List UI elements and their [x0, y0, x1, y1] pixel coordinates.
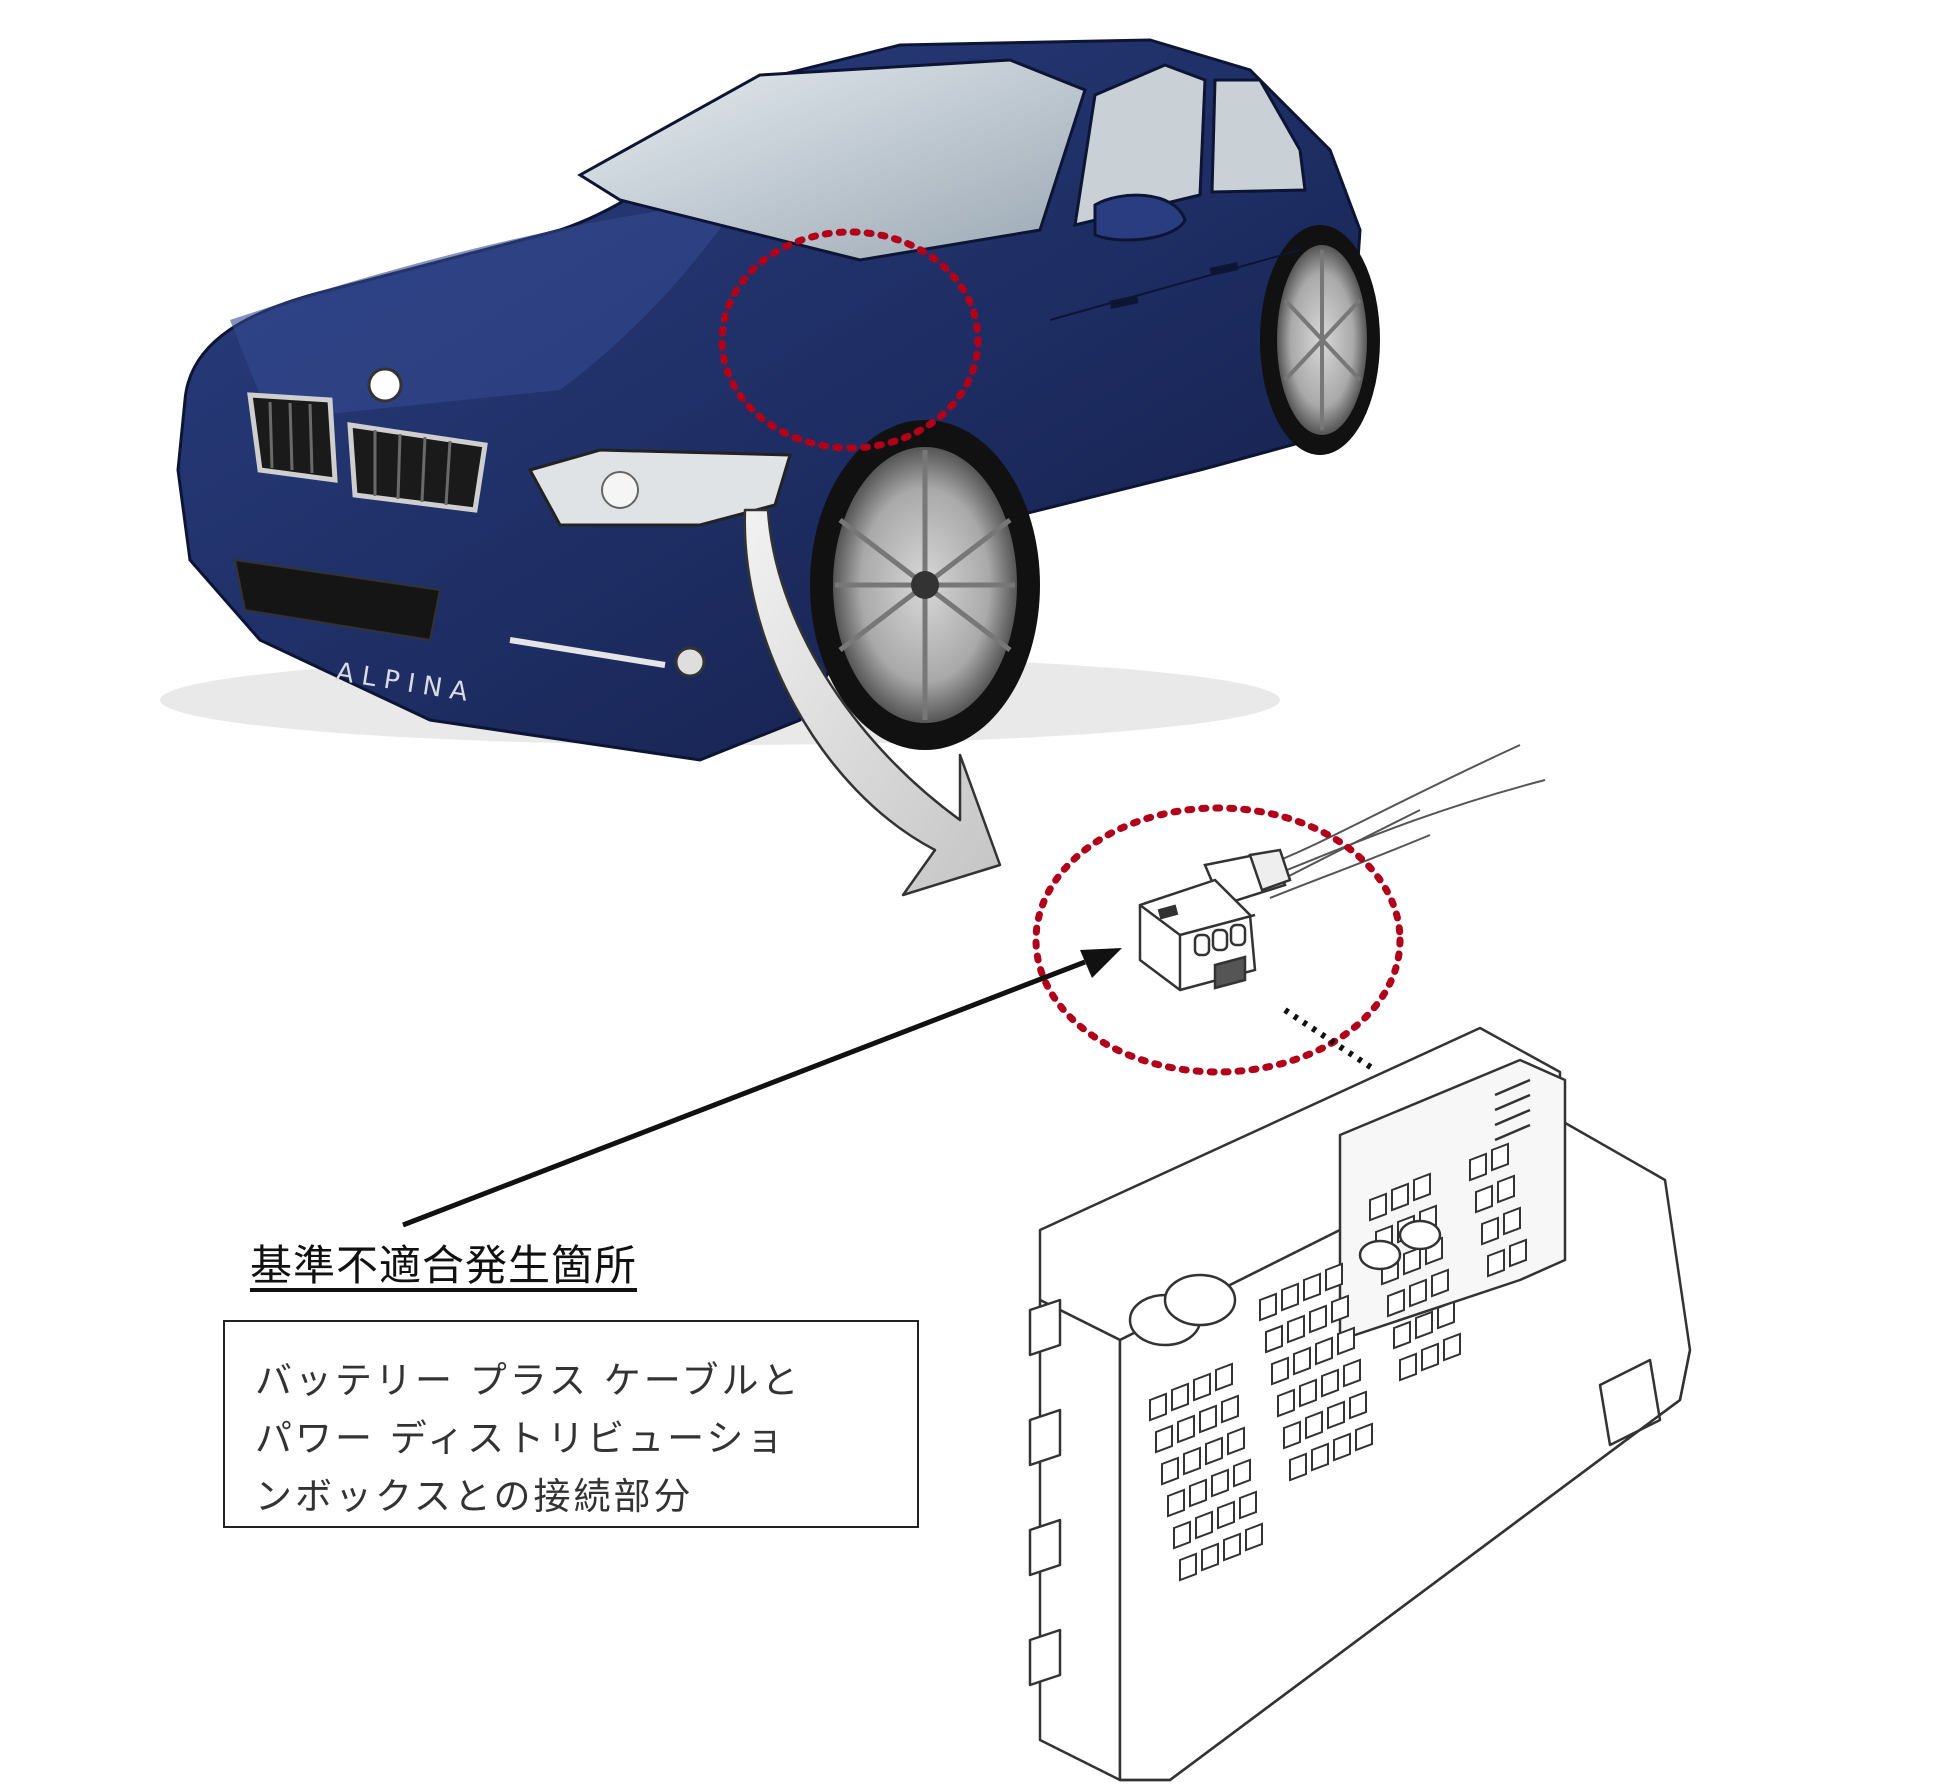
fuse-slot	[1415, 1310, 1433, 1340]
headlight	[527, 448, 793, 527]
fuse-slot	[1305, 1410, 1323, 1440]
fuse-slot	[1369, 1192, 1387, 1222]
description-line: パワー ディストリビューショ	[255, 1417, 787, 1460]
fuse-slot	[1431, 1268, 1449, 1298]
fuse-slot	[1289, 1452, 1307, 1482]
fuse-slot	[1155, 1424, 1173, 1454]
description-line: バッテリー プラス ケーブルと	[255, 1359, 802, 1402]
fuse-slot	[1421, 1342, 1439, 1372]
fuse-slot	[1437, 1300, 1455, 1330]
fuse-slot	[1349, 1390, 1367, 1420]
defect-location-heading: 基準不適合発生箇所	[250, 1241, 638, 1290]
hood-highlight-circle	[718, 228, 982, 452]
fuse-slot	[1325, 1262, 1343, 1292]
defect-description-box: バッテリー プラス ケーブルと パワー ディストリビューショ ンボックスとの接続…	[223, 1320, 919, 1528]
fuse-slot	[1355, 1422, 1373, 1452]
fuse-slot	[1413, 1172, 1431, 1202]
fuse-slot	[1475, 1184, 1493, 1214]
fuse-slot	[1271, 1356, 1289, 1386]
fuse-slot	[1221, 1394, 1239, 1424]
rear-wheel	[1260, 225, 1380, 455]
fuse-slot	[1333, 1432, 1351, 1462]
fuse-slot	[1321, 1368, 1339, 1398]
vent-slots	[1494, 1078, 1531, 1142]
side-window-front	[1073, 63, 1207, 227]
fuse-slot	[1469, 1152, 1487, 1182]
fuse-slot	[1403, 1246, 1421, 1276]
connector-sockets	[1128, 1219, 1442, 1347]
fuse-slot	[1259, 1292, 1277, 1322]
fuse-slot	[1497, 1174, 1515, 1204]
windshield	[577, 58, 1087, 262]
fuse-slot	[1303, 1272, 1321, 1302]
fuse-slot	[1167, 1488, 1185, 1518]
fuse-slot	[1287, 1314, 1305, 1344]
fuse-slot	[1327, 1400, 1345, 1430]
fuse-slot	[1173, 1520, 1191, 1550]
description-line: ンボックスとの接続部分	[255, 1475, 694, 1518]
fuse-slot-grid	[1149, 1142, 1527, 1582]
brand-logo	[367, 367, 403, 403]
callout-pointer-arrow	[402, 948, 1122, 1228]
fuse-slot	[1223, 1532, 1241, 1562]
car-illustration: ALPINA	[160, 38, 1380, 762]
fuse-slot	[1177, 1414, 1195, 1444]
fuse-slot	[1193, 1372, 1211, 1402]
plug-connector	[1138, 878, 1257, 992]
fuse-slot	[1387, 1288, 1405, 1318]
fuse-slot	[1199, 1404, 1217, 1434]
fuse-slot	[1311, 1442, 1329, 1472]
fuse-slot	[1443, 1332, 1461, 1362]
fuse-slot	[1161, 1456, 1179, 1486]
fuse-slot	[1393, 1320, 1411, 1350]
fuse-slot	[1281, 1282, 1299, 1312]
front-bumper-intake	[233, 558, 442, 642]
fuse-slot	[1211, 1468, 1229, 1498]
fuse-slot	[1399, 1352, 1417, 1382]
connector-highlight-circle	[1032, 804, 1404, 1076]
fuse-slot	[1227, 1426, 1245, 1456]
fuse-slot	[1337, 1326, 1355, 1356]
fuse-slot	[1299, 1378, 1317, 1408]
fuse-slot	[1179, 1552, 1197, 1582]
front-wheel	[810, 420, 1040, 750]
fuse-slot	[1277, 1388, 1295, 1418]
fuse-slot	[1239, 1490, 1257, 1520]
side-mirror	[1093, 193, 1187, 242]
fuse-slot	[1189, 1478, 1207, 1508]
fuse-slot	[1265, 1324, 1283, 1354]
fuse-slot	[1331, 1294, 1349, 1324]
fuse-slot	[1283, 1420, 1301, 1450]
fuse-slot	[1201, 1542, 1219, 1572]
fuse-slot	[1491, 1142, 1509, 1172]
fuse-slot	[1149, 1392, 1167, 1422]
fuse-slot	[1391, 1182, 1409, 1212]
fuse-slot	[1503, 1206, 1521, 1236]
fuse-slot	[1217, 1500, 1235, 1530]
fuse-slot	[1343, 1358, 1361, 1388]
kidney-grille	[247, 392, 488, 513]
fuse-slot	[1205, 1436, 1223, 1466]
side-window-rear	[1210, 78, 1307, 194]
power-distribution-box	[1028, 1026, 1692, 1782]
fuse-slot	[1245, 1522, 1263, 1552]
fuse-slot	[1215, 1362, 1233, 1392]
zoom-arrow	[743, 508, 1002, 897]
fuse-slot	[1487, 1248, 1505, 1278]
fuse-slot	[1195, 1510, 1213, 1540]
fuse-slot	[1481, 1216, 1499, 1246]
fuse-slot	[1315, 1336, 1333, 1366]
fuse-slot	[1183, 1446, 1201, 1476]
fuse-slot	[1409, 1278, 1427, 1308]
fuse-slot	[1309, 1304, 1327, 1334]
fuse-slot	[1509, 1238, 1527, 1268]
fuse-slot	[1171, 1382, 1189, 1412]
fuse-slot	[1233, 1458, 1251, 1488]
fuse-slot	[1293, 1346, 1311, 1376]
